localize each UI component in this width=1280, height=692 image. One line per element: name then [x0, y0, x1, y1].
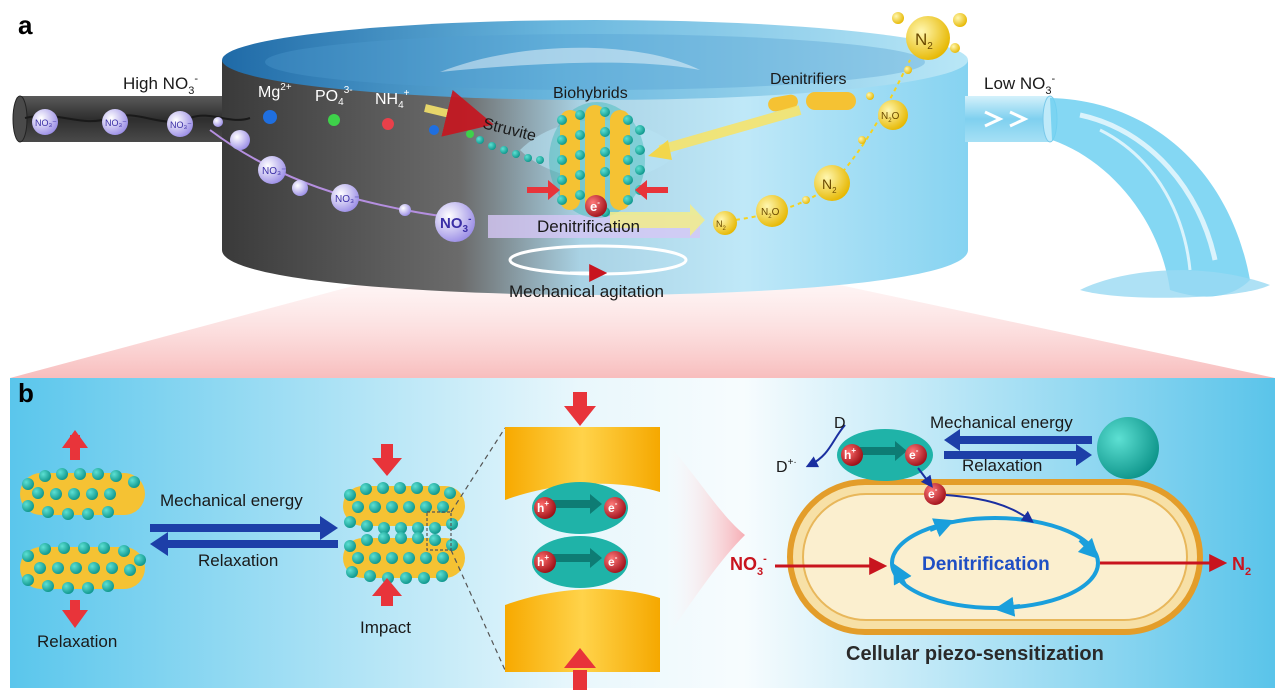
relaxation-right-label: Relaxation [962, 456, 1042, 475]
zoom-lines [450, 427, 506, 671]
nitrate-in-label: NO3- [730, 553, 767, 578]
svg-text:N2O: N2O [881, 111, 900, 124]
piezo-particle: h+ e- e- [805, 424, 1034, 523]
compressed-biohybrids [343, 444, 465, 606]
struvite-trail [424, 89, 544, 164]
bacterial-cell [787, 479, 1203, 635]
svg-text:N2O: N2O [761, 207, 780, 220]
svg-text:h+: h+ [537, 499, 549, 515]
svg-text:N2: N2 [822, 176, 837, 195]
svg-text:NO₃⁻: NO₃⁻ [262, 166, 286, 177]
po4-ion [328, 114, 340, 126]
agitation-swirl [508, 244, 688, 282]
transition-cone [665, 440, 745, 640]
gas-bubbles: N2 N2O N2 N2O N2 [713, 12, 967, 235]
relaxation-left-label: Relaxation [198, 551, 278, 570]
high-nitrate-label: High NO3- [123, 73, 198, 97]
svg-text:e-: e- [928, 485, 938, 501]
denitrifiers [648, 92, 856, 160]
zoom-funnel [10, 268, 1275, 378]
impact-label: Impact [360, 618, 411, 637]
low-nitrate-label: Low NO3- [984, 73, 1056, 97]
donor-label: D [834, 415, 846, 432]
svg-text:NO₃⁻: NO₃⁻ [335, 194, 359, 205]
svg-text:e-: e- [590, 198, 600, 214]
nitrate-ion-label: NO₃⁻ [170, 120, 192, 130]
po4-label: PO43- [315, 85, 353, 108]
denitrifiers-label: Denitrifiers [770, 71, 846, 88]
mech-energy-left-label: Mechanical energy [160, 491, 303, 510]
panel-a-letter: a [18, 10, 33, 40]
biohybrid-cluster [527, 102, 668, 218]
svg-text:e-: e- [608, 499, 618, 515]
denitrification-label-b: Denitrification [922, 554, 1050, 575]
denitrification-cycle [890, 516, 1100, 617]
panel-b-caption: Cellular piezo-sensitization [846, 643, 1104, 665]
mg-label: Mg2+ [258, 82, 292, 101]
nitrate-ions-inlet: NO₃⁻ NO₃⁻ NO₃⁻ [24, 109, 251, 137]
n2-out-label: N2 [1232, 554, 1251, 578]
electron-badge-a: e- [585, 195, 607, 217]
right-energy-arrows [944, 417, 1159, 479]
relaxed-biohybrids [20, 430, 146, 628]
left-energy-arrows [150, 516, 338, 556]
svg-text:h+: h+ [537, 553, 549, 569]
mech-energy-right-label: Mechanical energy [930, 413, 1073, 432]
denitrification-arrow [610, 204, 705, 236]
donor-oxidized-label: D+· [776, 457, 797, 476]
agitation-label: Mechanical agitation [509, 282, 664, 301]
zoomed-piezo-block [505, 392, 660, 690]
denitrification-label-a: Denitrification [537, 217, 640, 236]
charge-carrier-lower: h+ e- [532, 536, 628, 588]
biohybrids-label: Biohybrids [553, 85, 628, 102]
nitrate-ion-label: NO₃⁻ [105, 118, 127, 128]
svg-text:N2: N2 [716, 219, 727, 232]
charge-carrier-upper: h+ e- [532, 482, 628, 534]
nitrate-ion-label: NO₃⁻ [35, 118, 57, 128]
nh4-label: NH4+ [375, 88, 410, 111]
svg-text:e-: e- [608, 553, 618, 569]
svg-text:h+: h+ [844, 446, 856, 462]
outlet-pipe [965, 95, 1270, 298]
nitrate-main-label: NO3- [440, 214, 471, 235]
svg-text:e-: e- [909, 446, 919, 462]
relaxation-bottom-label: Relaxation [37, 632, 117, 651]
svg-text:N2: N2 [915, 30, 933, 52]
nh4-ion [382, 118, 394, 130]
mg-ion [263, 110, 277, 124]
panel-b-letter: b [18, 378, 34, 408]
